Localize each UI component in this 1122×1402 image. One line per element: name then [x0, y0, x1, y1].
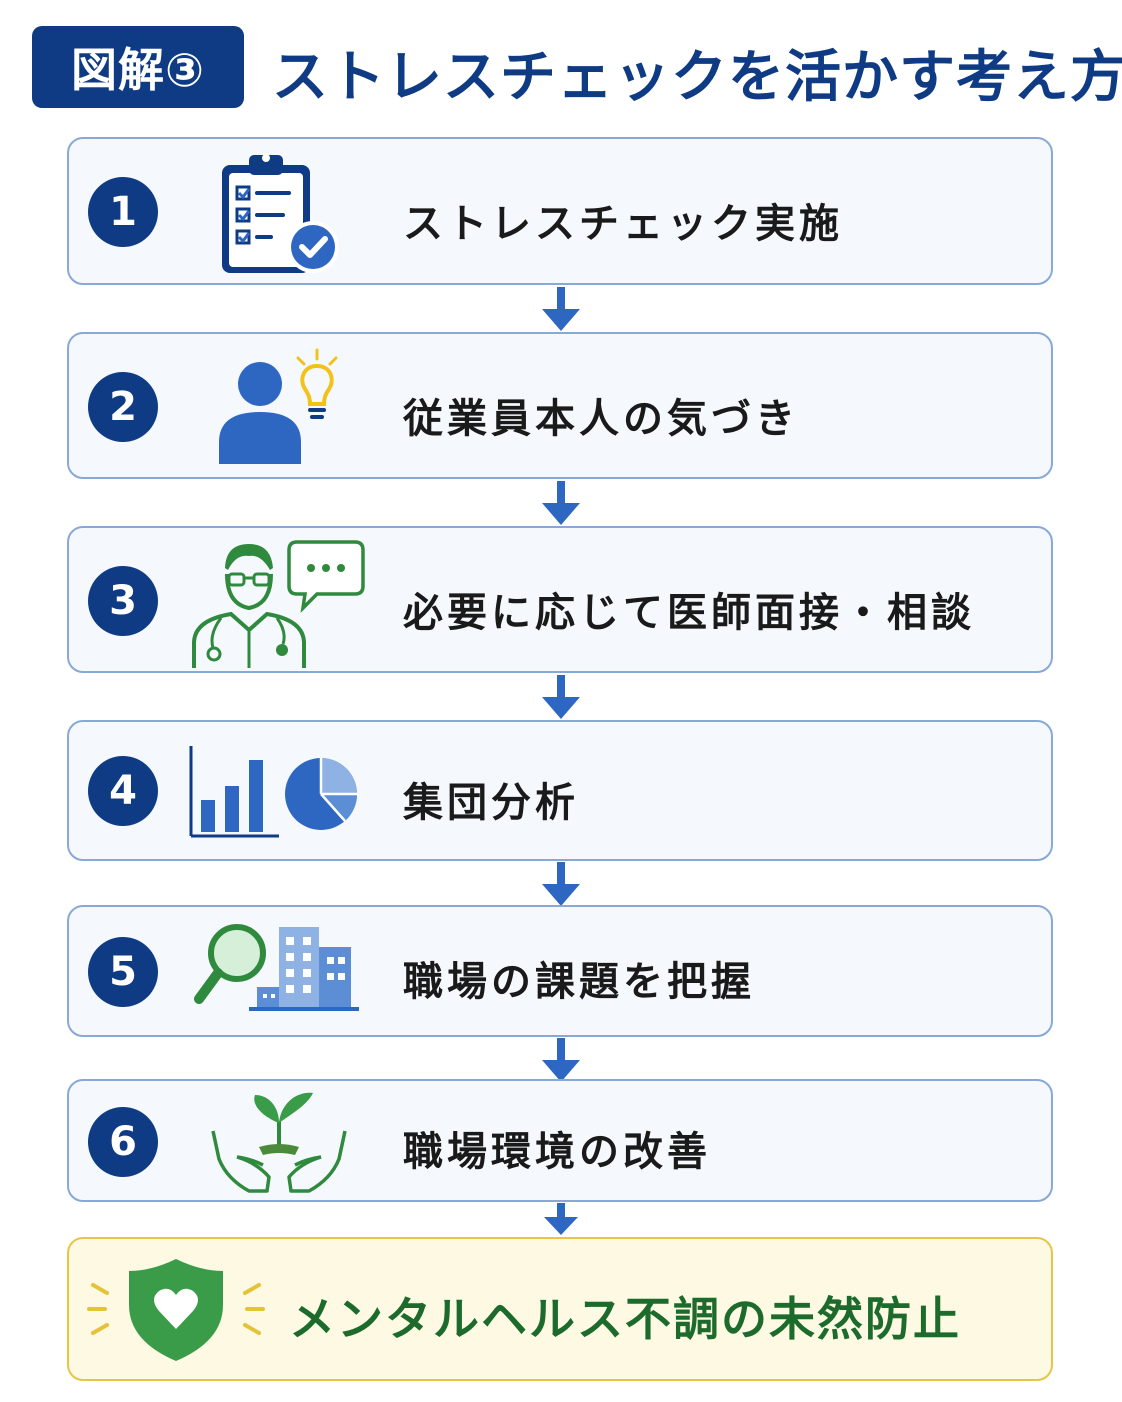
down-arrow-icon — [544, 1203, 578, 1235]
step-box-1: 1 ストレスチェック実施 — [67, 137, 1053, 285]
step-label-1: ストレスチェック実施 — [403, 201, 843, 247]
magnifier-building-icon — [194, 924, 359, 1011]
step-number-3: 3 — [88, 566, 158, 636]
step-label-6: 職場環境の改善 — [403, 1129, 711, 1175]
down-arrow-icon — [542, 862, 580, 906]
step-box-3: 3 必要に応じて医師面接・相談 — [67, 526, 1053, 673]
step-label-3: 必要に応じて医師面接・相談 — [403, 590, 975, 636]
shield-heart-icon — [87, 1259, 265, 1361]
step-box-2: 2 従業員本人の気づき — [67, 332, 1053, 479]
down-arrow-icon — [542, 1038, 580, 1082]
diagram-title: ストレスチェックを活かす考え方 — [272, 45, 1122, 110]
down-arrow-icon — [542, 675, 580, 719]
figure-badge-text: 図解③ — [71, 43, 205, 97]
doctor-speech-bubble-icon — [192, 540, 365, 668]
step-number-2: 2 — [88, 372, 158, 442]
diagram-header: 図解③ ストレスチェックを活かす考え方 — [30, 26, 1122, 112]
step-number-1: 1 — [88, 177, 158, 247]
figure-badge: 図解③ — [32, 26, 244, 108]
hands-sprout-icon — [211, 1092, 347, 1193]
clipboard-check-icon — [222, 154, 339, 273]
outcome-label: メンタルヘルス不調の未然防止 — [289, 1292, 961, 1346]
step-number-4: 4 — [88, 756, 158, 826]
down-arrow-icon — [542, 481, 580, 525]
person-lightbulb-icon — [219, 348, 338, 464]
step-number-6: 6 — [88, 1107, 158, 1177]
step-label-2: 従業員本人の気づき — [403, 396, 799, 442]
outcome-box: メンタルヘルス不調の未然防止 — [67, 1237, 1053, 1381]
step-label-4: 集団分析 — [403, 780, 579, 826]
step-label-5: 職場の課題を把握 — [403, 959, 755, 1005]
step-box-4: 4 集団分析 — [67, 720, 1053, 861]
step-box-5: 5 職場の課題を把握 — [67, 905, 1053, 1037]
step-box-6: 6 職場環境の改善 — [67, 1079, 1053, 1202]
down-arrow-icon — [542, 287, 580, 331]
bar-pie-chart-icon — [189, 746, 358, 838]
step-number-5: 5 — [88, 937, 158, 1007]
